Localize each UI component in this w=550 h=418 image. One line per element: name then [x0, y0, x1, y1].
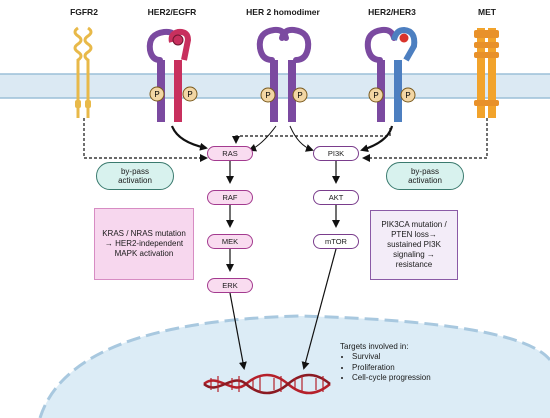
mtor-to-dna-arrow — [301, 248, 337, 370]
phospho-icon: P — [400, 87, 416, 103]
phospho-icon: P — [292, 87, 308, 103]
targets-title: Targets involved in: — [340, 342, 409, 351]
nucleus — [38, 314, 550, 418]
receptor-label-her2-egfr: HER2/EGFR — [147, 7, 197, 17]
phospho-icon: P — [149, 86, 165, 102]
svg-text:P: P — [265, 91, 270, 100]
kras-nras-note: KRAS / NRAS mutation → HER2-independent … — [94, 208, 194, 280]
fgfr2-receptor-icon — [73, 26, 93, 118]
target-item: Survival — [352, 352, 431, 362]
homodimer-to-ras-arrow — [248, 125, 277, 152]
her2-egfr-to-ras-arrow — [170, 125, 208, 151]
node-pi3k: PI3K — [313, 146, 359, 161]
target-item: Cell-cycle progression — [352, 373, 431, 383]
phospho-icon: P — [260, 87, 276, 103]
her2-her3-to-ras-arrow — [232, 128, 391, 144]
dna-icon — [203, 373, 331, 395]
node-raf: RAF — [207, 190, 253, 205]
node-mek: MEK — [207, 234, 253, 249]
receptor-label-her2-homodimer: HER 2 homodimer — [246, 7, 320, 17]
her2-her3-to-pi3k-arrow — [360, 125, 394, 153]
svg-text:P: P — [373, 91, 378, 100]
met-receptor-icon — [474, 28, 499, 118]
svg-text:P: P — [187, 90, 192, 99]
pik3ca-pten-note: PIK3CA mutation / PTEN loss→ sustained P… — [370, 210, 458, 280]
node-erk: ERK — [207, 278, 253, 293]
receptor-label-fgfr2: FGFR2 — [70, 7, 98, 17]
svg-text:P: P — [297, 91, 302, 100]
receptor-label-her2-her3: HER2/HER3 — [368, 7, 416, 17]
targets-list: Targets involved in: Survival Proliferat… — [340, 342, 431, 384]
fgfr2-bypass-arrow — [83, 118, 208, 162]
phospho-icon: P — [182, 86, 198, 102]
svg-text:P: P — [405, 91, 410, 100]
node-mtor: mTOR — [313, 234, 359, 249]
node-ras: RAS — [207, 146, 253, 161]
erk-to-dna-arrow — [229, 292, 247, 370]
node-akt: AKT — [313, 190, 359, 205]
svg-text:P: P — [154, 90, 159, 99]
bypass-activation-left: by-pass activation — [96, 162, 174, 190]
phospho-markers: P P P P P P — [149, 86, 416, 103]
homodimer-to-pi3k-arrow — [289, 125, 314, 152]
phospho-icon: P — [368, 87, 384, 103]
receptor-label-met: MET — [478, 7, 496, 17]
target-item: Proliferation — [352, 363, 431, 373]
met-bypass-arrow — [362, 118, 488, 162]
bypass-activation-right: by-pass activation — [386, 162, 464, 190]
